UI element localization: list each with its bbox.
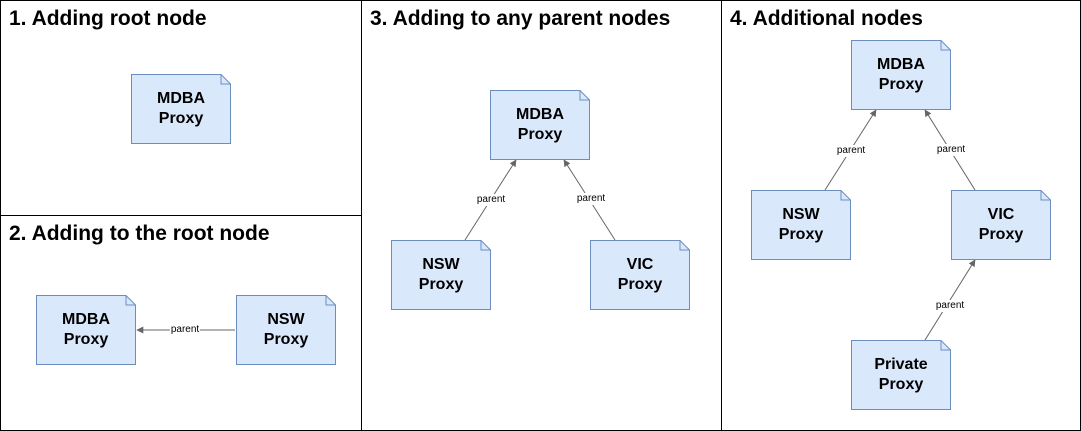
edge-label-parent: parent	[169, 324, 201, 336]
node-vic-proxy[interactable]: VIC Proxy	[590, 240, 690, 310]
edge-label-parent: parent	[934, 300, 966, 312]
node-mdba-proxy[interactable]: MDBA Proxy	[490, 90, 590, 160]
node-label: MDBA Proxy	[62, 311, 110, 348]
note-shape-icon	[131, 74, 231, 144]
node-mdba-proxy[interactable]: MDBA Proxy	[36, 295, 136, 365]
panel-title: 3. Adding to any parent nodes	[370, 7, 671, 30]
node-label: MDBA Proxy	[157, 90, 205, 127]
note-shape-icon	[590, 240, 690, 310]
node-nsw-proxy[interactable]: NSW Proxy	[236, 295, 336, 365]
edge-label-parent: parent	[935, 144, 967, 156]
note-shape-icon	[391, 240, 491, 310]
node-label: NSW Proxy	[263, 311, 309, 348]
note-shape-icon	[36, 295, 136, 365]
panel-adding-to-parent-nodes: 3. Adding to any parent nodes	[361, 0, 722, 431]
note-shape-icon	[851, 40, 951, 110]
edge-label-parent: parent	[575, 193, 607, 205]
node-label: Private Proxy	[874, 356, 928, 393]
panel-adding-root-node: 1. Adding root node	[0, 0, 362, 216]
node-label: NSW Proxy	[418, 256, 464, 293]
node-label: VIC Proxy	[978, 206, 1024, 243]
note-shape-icon	[236, 295, 336, 365]
node-label: NSW Proxy	[778, 206, 824, 243]
edge-label-parent: parent	[835, 145, 867, 157]
edge-label-parent: parent	[475, 194, 507, 206]
note-shape-icon	[851, 340, 951, 410]
note-shape-icon	[951, 190, 1051, 260]
panel-title: 4. Additional nodes	[730, 7, 923, 30]
node-vic-proxy[interactable]: VIC Proxy	[951, 190, 1051, 260]
node-label: MDBA Proxy	[877, 56, 925, 93]
panel-title: 1. Adding root node	[9, 7, 207, 30]
node-nsw-proxy[interactable]: NSW Proxy	[391, 240, 491, 310]
node-label: VIC Proxy	[617, 256, 663, 293]
node-mdba-proxy[interactable]: MDBA Proxy	[131, 74, 231, 144]
node-mdba-proxy[interactable]: MDBA Proxy	[851, 40, 951, 110]
node-nsw-proxy[interactable]: NSW Proxy	[751, 190, 851, 260]
node-private-proxy[interactable]: Private Proxy	[851, 340, 951, 410]
panel-title: 2. Adding to the root node	[9, 222, 270, 245]
note-shape-icon	[490, 90, 590, 160]
note-shape-icon	[751, 190, 851, 260]
node-label: MDBA Proxy	[516, 106, 564, 143]
